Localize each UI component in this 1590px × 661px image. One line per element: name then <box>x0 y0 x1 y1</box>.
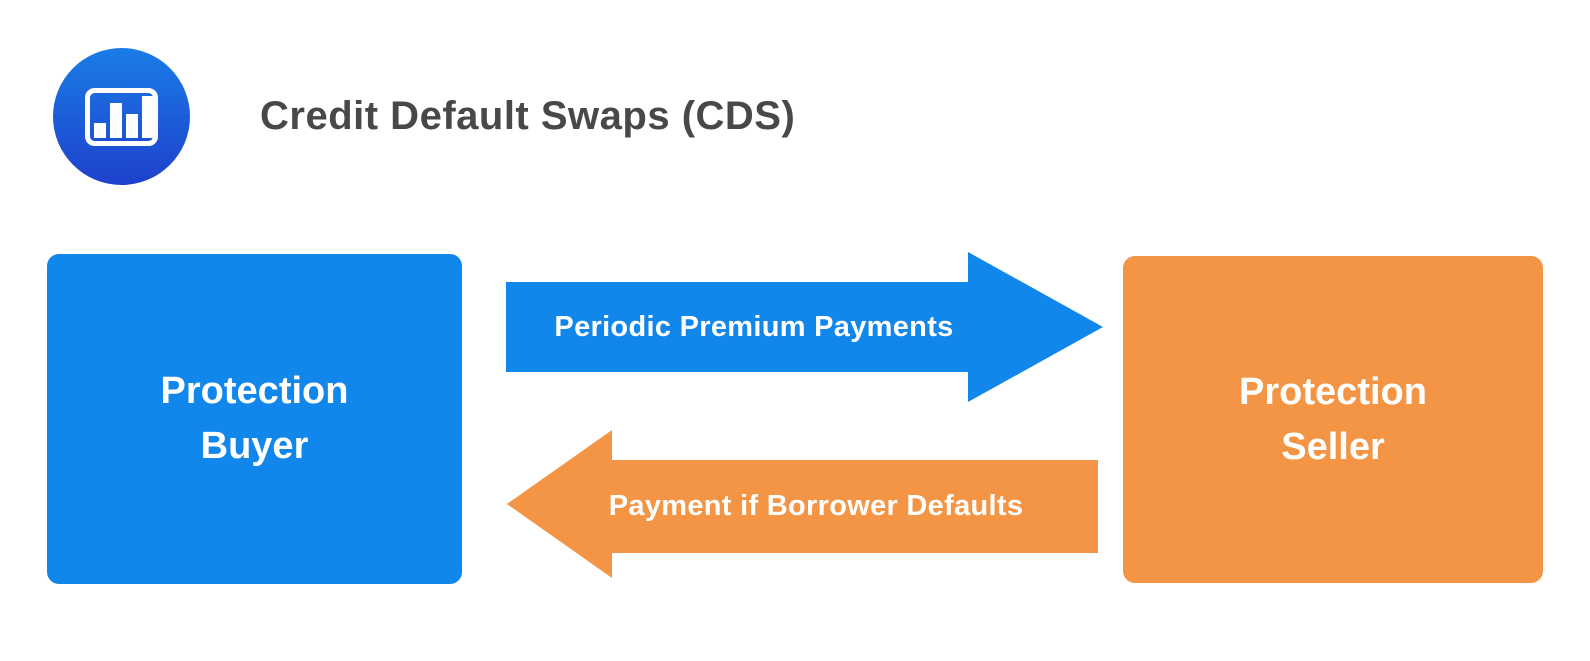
protection-seller-label-line2: Seller <box>1281 425 1385 468</box>
premium-arrowhead-icon <box>968 252 1103 402</box>
page-title: Credit Default Swaps (CDS) <box>260 94 796 138</box>
protection-buyer-label-line2: Buyer <box>200 425 309 467</box>
protection-seller-label-line1: Protection <box>1239 370 1427 413</box>
premium-arrow-body <box>506 282 968 372</box>
bar-4 <box>142 95 154 138</box>
protection-seller-box: Protection Seller <box>1123 256 1543 583</box>
premium-arrow-label: Periodic Premium Payments <box>554 310 954 343</box>
default-arrowhead-icon <box>507 430 612 578</box>
bar-3 <box>126 113 138 138</box>
default-arrow-body <box>612 460 1098 553</box>
bar-chart-icon <box>85 87 158 146</box>
logo-badge <box>53 48 190 185</box>
default-arrow-label: Payment if Borrower Defaults <box>608 490 1024 522</box>
bar-2 <box>110 102 122 138</box>
bar-chart-frame <box>85 87 158 146</box>
protection-buyer-label-line1: Protection <box>160 370 349 412</box>
protection-buyer-box: Protection Buyer <box>47 254 462 584</box>
bar-1 <box>94 122 106 138</box>
